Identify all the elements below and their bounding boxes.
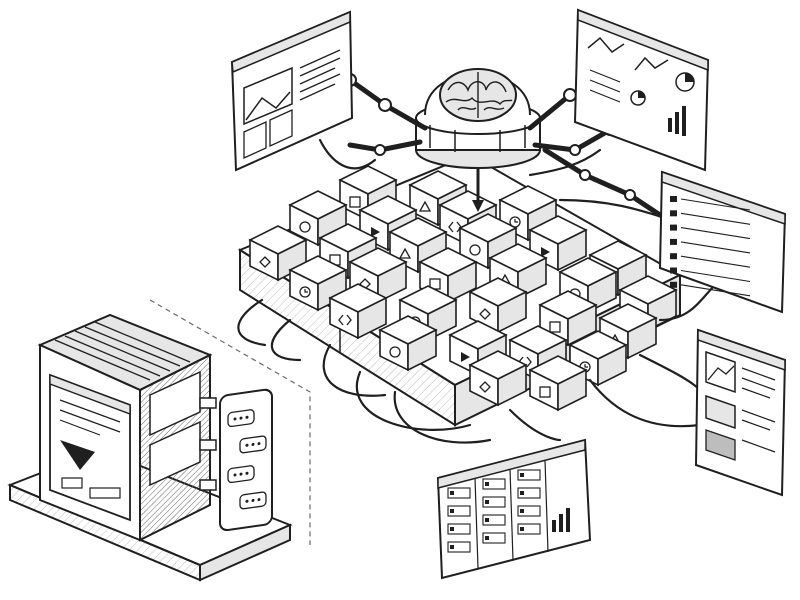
kanban-card bbox=[517, 469, 541, 481]
module-block-icon bbox=[538, 290, 598, 347]
list-item bbox=[670, 224, 677, 231]
list-item bbox=[670, 196, 677, 202]
kanban-card bbox=[447, 541, 471, 553]
module-blocks bbox=[248, 165, 678, 412]
module-block-icon bbox=[468, 350, 528, 407]
panel-chat-device bbox=[199, 388, 273, 532]
bar-chart-icon bbox=[552, 508, 570, 532]
module-block-icon bbox=[568, 330, 628, 387]
module-block-icon bbox=[288, 255, 348, 312]
kanban-cards bbox=[447, 469, 541, 553]
module-block-icon bbox=[378, 315, 438, 372]
module-block-icon bbox=[328, 283, 388, 340]
bar-chart-icon bbox=[668, 106, 686, 136]
panel-analytics-dashboard bbox=[573, 8, 710, 172]
kanban-card bbox=[482, 478, 506, 490]
image-icon bbox=[705, 350, 736, 394]
list-rows bbox=[670, 196, 751, 297]
module-block-icon bbox=[248, 225, 308, 282]
dashed-guide-line bbox=[149, 299, 311, 545]
kanban-card bbox=[517, 505, 541, 517]
server-rack-icon bbox=[7, 313, 293, 582]
module-block-icon bbox=[418, 247, 478, 304]
kanban-card bbox=[447, 487, 471, 499]
image-icon bbox=[243, 66, 293, 126]
brain-icon bbox=[439, 68, 517, 122]
chat-bubbles bbox=[227, 409, 267, 510]
list-item bbox=[670, 281, 677, 288]
module-block-icon bbox=[458, 213, 518, 270]
kanban-card bbox=[517, 487, 541, 499]
connector-brackets bbox=[199, 397, 217, 491]
panel-kanban-board bbox=[436, 438, 592, 580]
list-item bbox=[670, 267, 677, 274]
module-block-icon bbox=[528, 215, 588, 272]
kanban-card bbox=[482, 496, 506, 508]
kanban-card bbox=[482, 532, 506, 544]
kanban-card bbox=[447, 523, 471, 535]
module-block-icon bbox=[468, 277, 528, 334]
module-block-icon bbox=[528, 355, 588, 412]
pie-chart-icon bbox=[630, 72, 695, 106]
kanban-card bbox=[482, 514, 506, 526]
list-item bbox=[670, 210, 677, 217]
panel-content-card bbox=[694, 328, 787, 497]
list-item bbox=[670, 238, 677, 245]
panel-list-view bbox=[658, 170, 787, 314]
panel-image-gallery bbox=[230, 10, 354, 172]
robot-core bbox=[415, 68, 541, 212]
cable-bundle bbox=[237, 138, 717, 444]
kanban-card bbox=[447, 505, 471, 517]
list-item bbox=[670, 253, 677, 260]
line-chart-icon bbox=[587, 36, 625, 53]
kanban-card bbox=[517, 523, 541, 535]
